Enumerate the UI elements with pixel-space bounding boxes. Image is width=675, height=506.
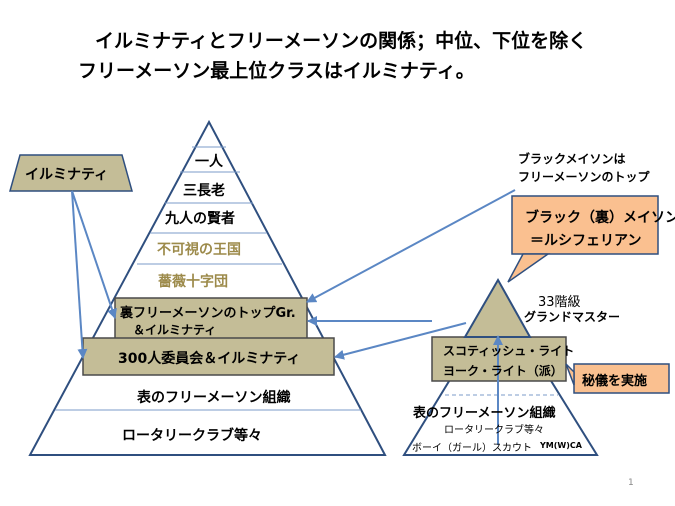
black-mason-caption-line2: フリーメーソンのトップ xyxy=(518,170,650,184)
scottish-rite: スコティッシュ・ライト xyxy=(443,344,575,358)
black-mason-box-line2: ＝ルシフェリアン xyxy=(530,233,642,249)
arrow-illuminati-to-ura xyxy=(71,190,117,319)
right-rotary: ロータリークラブ等々 xyxy=(444,425,544,436)
band-ura-mason xyxy=(114,297,308,343)
level-300-committee: 300人委員会＆イルミナティ xyxy=(118,351,301,367)
ymca: YM(W)CA xyxy=(540,441,582,450)
black-mason-box-line1: ブラック（裏）メイソン xyxy=(525,210,675,226)
level-public-mason: 表のフリーメーソン組織 xyxy=(137,390,291,406)
level-rosicrucian: 薔薇十字団 xyxy=(158,274,228,290)
black-mason-box xyxy=(511,195,659,255)
right-pyramid-top xyxy=(463,277,532,338)
title-line-1: イルミナティとフリーメーソンの関係；中位、下位を除く xyxy=(95,30,588,52)
illuminati-label: イルミナティ xyxy=(25,167,109,183)
black-mason-caption-line1: ブラックメイソンは xyxy=(518,152,626,166)
level-rotary: ロータリークラブ等々 xyxy=(122,428,262,444)
grand-master: グランドマスター xyxy=(524,310,621,324)
degree-33: 33階級 xyxy=(538,295,581,310)
york-rite: ヨーク・ライト（派） xyxy=(443,364,563,378)
band-300-committee xyxy=(82,337,335,376)
ritual-label: 秘儀を実施 xyxy=(582,374,648,389)
arrow-rite-to-300 xyxy=(334,322,467,360)
level-one-person: 一人 xyxy=(195,154,223,170)
arrow-caption-to-pyramid xyxy=(306,189,516,303)
right-public-mason: 表のフリーメーソン組織 xyxy=(413,406,556,421)
arrow-illuminati-to-300 xyxy=(71,190,88,359)
illuminati-box xyxy=(9,154,133,192)
page-number: 1 xyxy=(628,478,634,488)
level-ura-mason-line1: 裏フリーメーソンのトップGr. xyxy=(120,306,296,321)
level-ura-mason-line2: ＆イルミナティ xyxy=(133,323,217,337)
level-nine-sages: 九人の賢者 xyxy=(165,211,235,227)
scouts: ボーイ（ガール）スカウト xyxy=(412,443,532,454)
level-three-elders: 三長老 xyxy=(183,183,225,199)
callout-pointer xyxy=(507,253,551,283)
title-line-2: フリーメーソン最上位クラスはイルミナティ。 xyxy=(78,60,475,82)
ritual-pointer xyxy=(565,363,575,386)
level-invisible-kingdom: 不可視の王国 xyxy=(157,242,241,258)
